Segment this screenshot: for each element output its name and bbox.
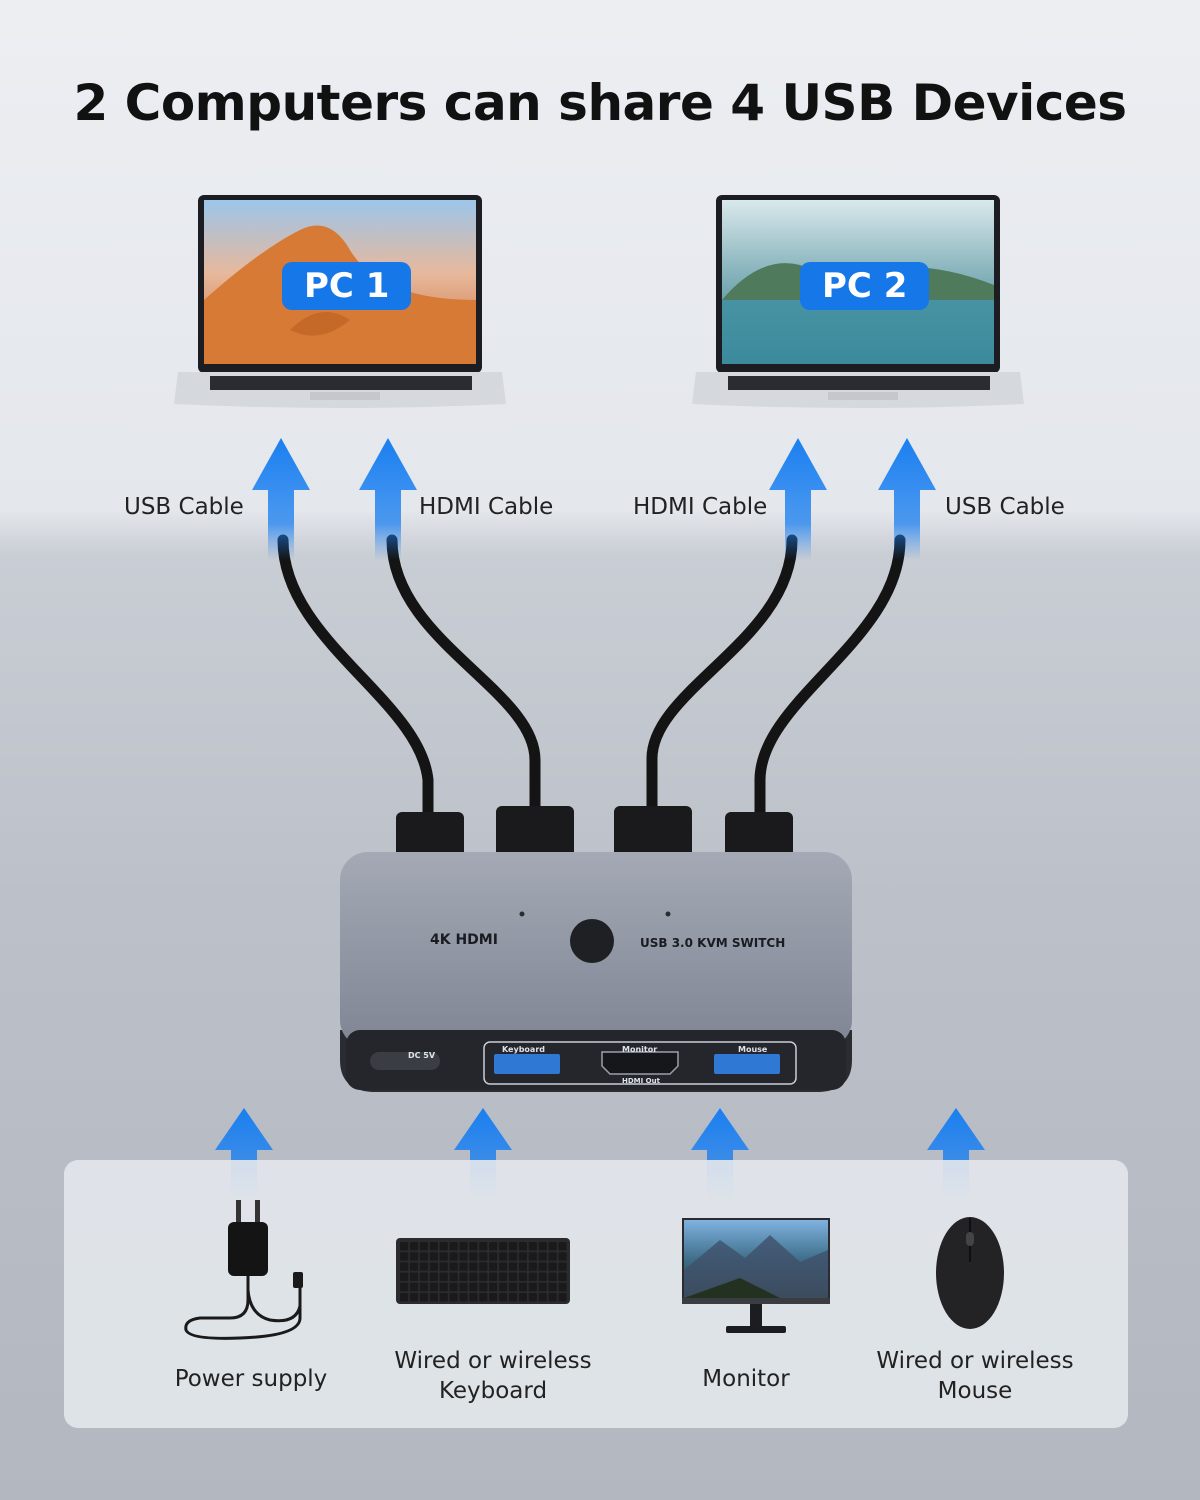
device-label-mouse-line1: Wired or wireless — [876, 1348, 1074, 1374]
cable-connectors — [396, 806, 793, 858]
device-label-monitor: Monitor — [666, 1364, 826, 1394]
device-label-keyboard-line1: Wired or wireless — [394, 1348, 592, 1374]
cable-label-usb-pc2: USB Cable — [945, 494, 1065, 520]
device-label-monitor-line1: Monitor — [702, 1366, 790, 1392]
device-label-keyboard-line2: Keyboard — [438, 1378, 548, 1404]
page-title: 2 Computers can share 4 USB Devices — [73, 74, 1127, 132]
kvm-marking-hdmi: 4K HDMI — [430, 932, 498, 948]
device-label-keyboard: Wired or wireless Keyboard — [380, 1346, 606, 1406]
laptop-pc2-icon — [692, 195, 1024, 408]
cable-label-hdmi-pc2: HDMI Cable — [633, 494, 768, 520]
kvm-marking-usb: USB 3.0 KVM SWITCH — [640, 936, 786, 950]
pc1-badge: PC 1 — [282, 262, 412, 310]
cables — [277, 534, 906, 826]
port-label-mouse: Mouse — [738, 1045, 768, 1054]
device-label-power: Power supply — [160, 1364, 342, 1394]
port-label-power: DC 5V — [408, 1051, 436, 1060]
cable-label-hdmi-pc1: HDMI Cable — [419, 494, 554, 520]
kvm-switch — [340, 852, 852, 1092]
port-label-hdmi-out: HDMI Out — [622, 1077, 660, 1085]
upload-arrows — [252, 438, 936, 560]
pc2-badge: PC 2 — [800, 262, 930, 310]
port-label-monitor: Monitor — [622, 1045, 658, 1054]
device-label-power-line1: Power supply — [174, 1366, 328, 1392]
device-label-mouse-line2: Mouse — [937, 1378, 1013, 1404]
device-arrows — [215, 1108, 985, 1200]
port-label-keyboard: Keyboard — [502, 1045, 545, 1054]
switch-button[interactable] — [570, 919, 614, 963]
device-label-mouse: Wired or wireless Mouse — [862, 1346, 1088, 1406]
cable-label-usb-pc1: USB Cable — [124, 494, 244, 520]
